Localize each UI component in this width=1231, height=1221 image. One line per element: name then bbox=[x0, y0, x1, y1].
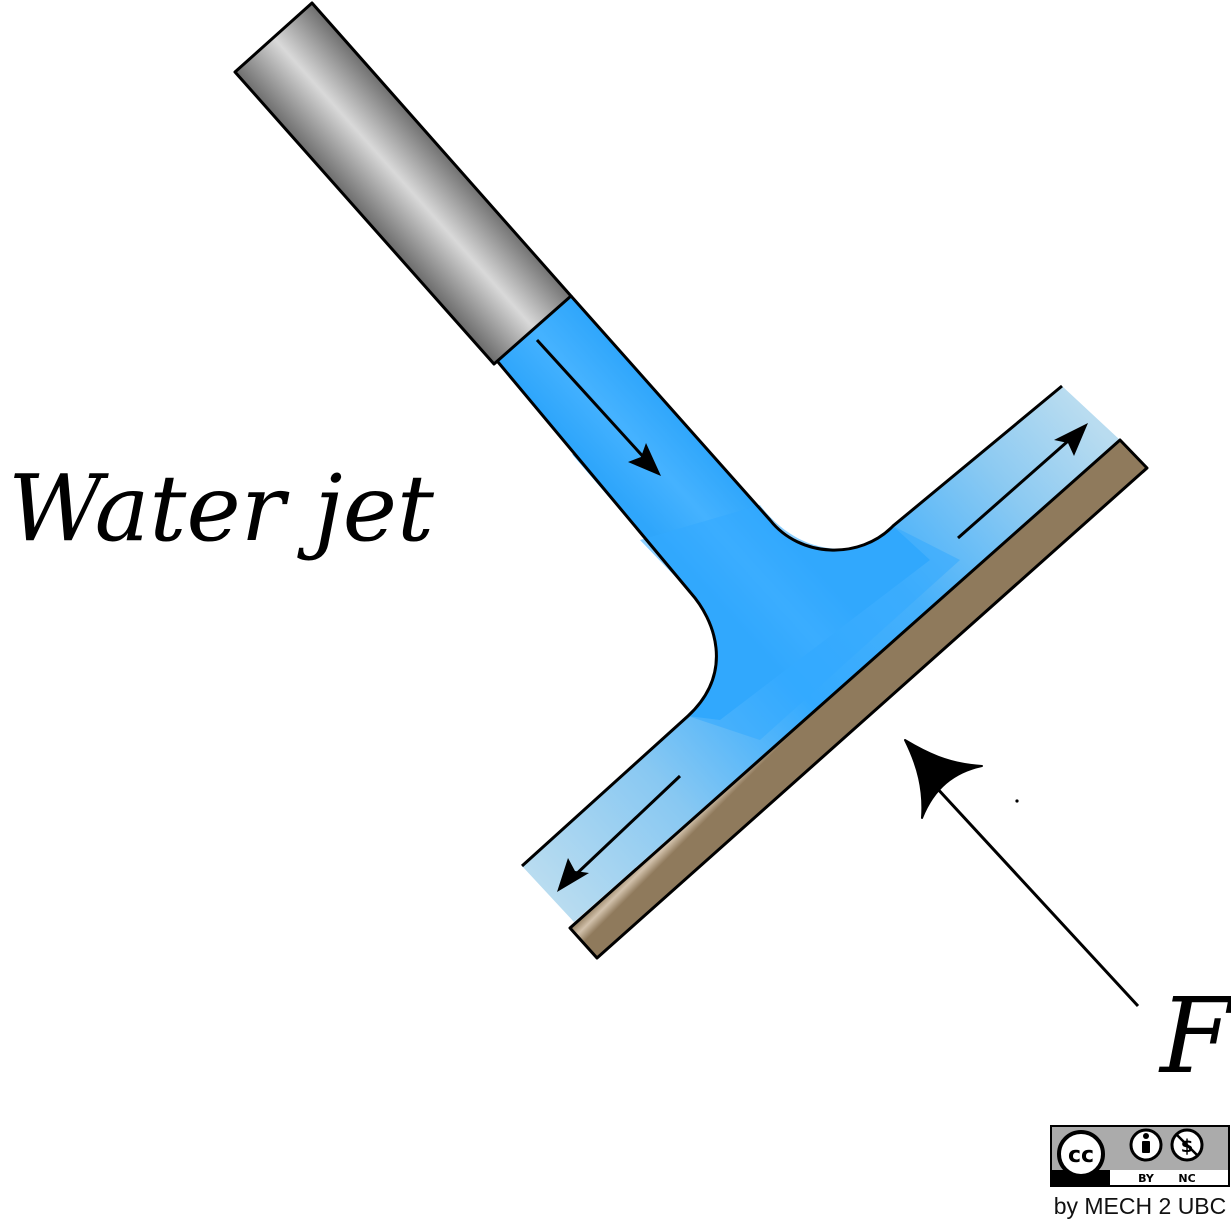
cc-circle bbox=[1057, 1130, 1105, 1178]
flow-arrow-incoming bbox=[535, 338, 661, 476]
flat-plate-icon bbox=[568, 438, 1149, 960]
svg-text:$: $ bbox=[1181, 1136, 1194, 1157]
water-stream bbox=[496, 295, 1120, 922]
flow-arrow-lower bbox=[557, 774, 682, 892]
cc-nc-label: NC bbox=[1178, 1172, 1195, 1185]
flow-arrow-icon bbox=[535, 338, 1088, 892]
force-label: F bbox=[1158, 975, 1231, 1097]
water-sheet-core bbox=[640, 505, 960, 740]
nozzle-icon bbox=[233, 1, 573, 366]
noncommercial-icon: $ bbox=[1170, 1128, 1204, 1162]
badge-label-strip bbox=[1110, 1170, 1228, 1185]
credit-line: by MECH 2 UBC bbox=[1054, 1193, 1227, 1219]
force-arrow-icon bbox=[904, 739, 1140, 1008]
cc-by-label: BY bbox=[1138, 1172, 1155, 1185]
jet-outline-right bbox=[569, 295, 1063, 552]
stray-dot bbox=[1015, 799, 1019, 803]
water-jet-label: Water jet bbox=[8, 455, 435, 562]
flow-arrow-upper bbox=[957, 423, 1088, 540]
attribution-person-icon bbox=[1129, 1128, 1163, 1162]
jet-outline-left bbox=[496, 361, 718, 868]
cc-mark: cc bbox=[1068, 1143, 1094, 1168]
cc-by-nc-badge-icon: cc $ BY NC bbox=[1050, 1125, 1230, 1187]
